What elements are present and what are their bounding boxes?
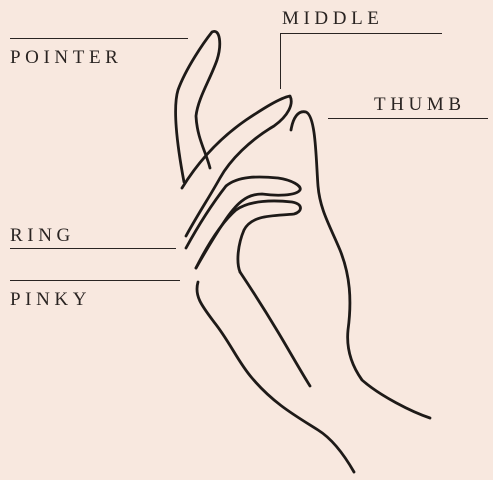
thumb-label: THUMB <box>374 95 466 114</box>
thumb-leader-line <box>328 118 488 119</box>
ring-label: RING <box>10 226 75 245</box>
thumb-outline <box>291 112 430 418</box>
palm-crease <box>240 272 310 386</box>
middle-leader-vertical <box>280 33 281 89</box>
hand-back-outline <box>197 282 354 472</box>
middle-label: MIDDLE <box>282 9 383 28</box>
pinky-label: PINKY <box>10 290 91 309</box>
pointer-label: POINTER <box>10 48 122 67</box>
pinky-finger-outline <box>196 201 301 272</box>
pointer-finger-outline <box>176 31 220 182</box>
ring-leader-line <box>10 248 176 249</box>
middle-leader-line <box>280 33 442 34</box>
pointer-leader-line <box>10 38 188 39</box>
pinky-leader-line <box>10 280 180 281</box>
